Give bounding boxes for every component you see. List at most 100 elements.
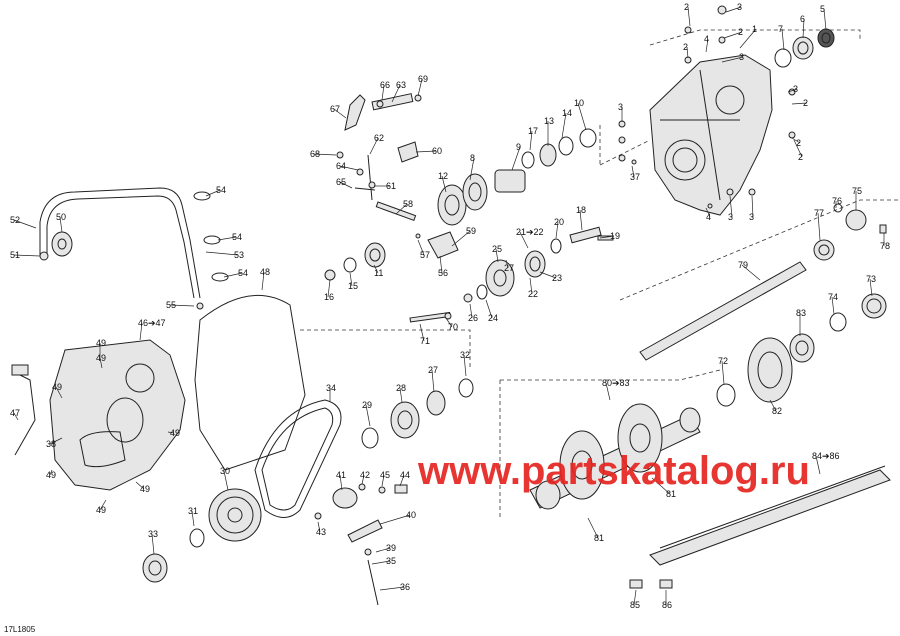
leader-line [381, 474, 385, 487]
callout-label: 27 [428, 365, 438, 375]
callout-label: 32 [460, 350, 470, 360]
leader-line [379, 586, 405, 591]
leader-line [751, 195, 754, 218]
callout-label: 33 [148, 529, 158, 539]
leader-line [13, 412, 19, 421]
leader-line [205, 251, 239, 256]
leader-line [781, 28, 785, 51]
leader-line [381, 84, 385, 101]
leader-line [441, 175, 447, 193]
callout-label: 48 [260, 267, 270, 277]
sensor-47 [11, 364, 36, 456]
callout-label: 49 [46, 470, 56, 480]
callout-label: 77 [814, 208, 824, 218]
callout-label: 64 [336, 161, 346, 171]
callout-label: 80➔83 [602, 378, 630, 388]
callout-label: 68 [310, 149, 320, 159]
leader-line [705, 38, 709, 53]
callout-label: 25 [492, 244, 502, 254]
callout-label: 37 [630, 172, 640, 182]
leader-line [339, 181, 353, 189]
callout-label: 57 [420, 250, 430, 260]
leader-line [561, 112, 567, 139]
callout-label: 36 [400, 582, 410, 592]
callout-label: 21➔22 [516, 227, 544, 237]
leader-line [373, 264, 379, 274]
leader-line [205, 189, 221, 197]
callout-label: 45 [380, 470, 390, 480]
leader-line [823, 8, 827, 31]
callout-label: 2 [684, 2, 689, 12]
leader-line [721, 56, 744, 63]
callout-label: 49 [96, 505, 106, 515]
leader-line [587, 517, 599, 539]
leader-line [769, 399, 777, 412]
leader-line [651, 477, 671, 495]
callout-label: 12 [438, 171, 448, 181]
leader-line [439, 255, 443, 274]
callout-label: 3 [737, 2, 742, 12]
leader-line [49, 469, 53, 476]
callout-label: 30 [220, 466, 230, 476]
callout-label: 85 [630, 600, 640, 610]
lower-dashed-guide [300, 329, 471, 370]
callout-label: 62 [374, 133, 384, 143]
callout-label: 49 [52, 382, 62, 392]
callout-label: 10 [574, 98, 584, 108]
callout-label: 82 [772, 406, 782, 416]
callout-label: 3 [728, 212, 733, 222]
leader-line [495, 248, 499, 263]
leader-line [605, 382, 611, 401]
callout-label: 49 [140, 484, 150, 494]
leader-line [13, 219, 37, 229]
housing-dashed-guides [599, 29, 861, 166]
leader-line [349, 272, 353, 287]
callout-label: 16 [324, 292, 334, 302]
callout-label: 2 [796, 138, 801, 148]
leader-line [167, 431, 175, 434]
callout-label: 5 [820, 4, 825, 14]
callout-label: 55 [166, 300, 176, 310]
leader-line [451, 230, 471, 247]
callout-label: 2 [803, 98, 808, 108]
callout-label: 20 [554, 217, 564, 227]
callout-label: 3 [793, 84, 798, 94]
leader-line [539, 271, 557, 279]
leader-line [469, 303, 473, 319]
leader-line [793, 139, 803, 158]
leader-line [99, 357, 103, 369]
callout-label: 18 [576, 205, 586, 215]
leader-line [729, 195, 733, 218]
callout-label: 3 [618, 102, 623, 112]
callout-label: 69 [418, 74, 428, 84]
gasket-48 [194, 294, 306, 471]
drive-shaft [619, 199, 900, 407]
callout-label: 35 [386, 556, 396, 566]
callout-label: 15 [348, 281, 358, 291]
callout-label: 24 [488, 313, 498, 323]
leader-line [469, 157, 475, 181]
callout-label: 39 [386, 543, 396, 553]
leader-line [415, 150, 437, 153]
leader-line [139, 322, 143, 341]
callout-label: 40 [406, 510, 416, 520]
callout-label: 76 [832, 196, 842, 206]
callout-label: 79 [738, 260, 748, 270]
callout-label: 81 [666, 489, 676, 499]
chain-34 [254, 399, 342, 518]
callout-label: 27 [504, 263, 514, 273]
leader-line [505, 259, 509, 269]
callout-label: 19 [610, 231, 620, 241]
callout-label: 65 [336, 177, 346, 187]
housing-small-parts [618, 5, 835, 209]
leader-line [135, 481, 145, 490]
leader-line [577, 102, 587, 131]
leader-line [485, 299, 493, 319]
leader-line [55, 386, 63, 399]
bearing-28-29 [361, 378, 474, 449]
leader-line [445, 317, 453, 328]
callout-label: 52 [10, 215, 20, 225]
callout-label: 42 [360, 470, 370, 480]
leader-line [831, 296, 835, 315]
callout-label: 2 [798, 152, 803, 162]
